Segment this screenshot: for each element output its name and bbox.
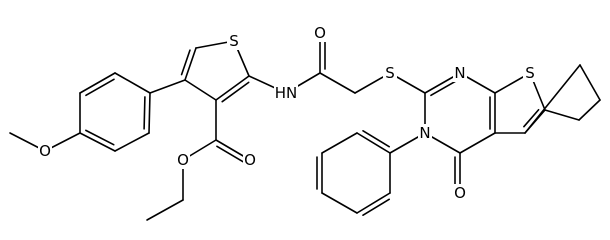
atom-label-background [418, 124, 432, 142]
atom-label-s-thioether: S [385, 64, 395, 82]
atom-label-o-methoxy: O [39, 142, 51, 160]
bond-ec-eo1-second-line [216, 145, 245, 164]
bond-cc-ch2 [319, 72, 356, 94]
bond-ph2-ph3 [321, 132, 358, 154]
bond-cp1-cp2 [578, 99, 601, 121]
atom-label-background [383, 64, 397, 82]
atom-label-n-pyrimidine-3: N [419, 124, 430, 142]
atom-label-background [38, 142, 52, 160]
atom-label-background [523, 64, 537, 82]
bond-tc4-tc3 [184, 79, 217, 101]
atom-label-background [313, 24, 327, 42]
atom-label-o-ester-carbonyl: O [244, 151, 256, 169]
bond-c7a-c4b-second-line [523, 108, 540, 128]
bond-tc4-pa1 [149, 79, 186, 94]
bond-pa5-pa6 [79, 72, 116, 94]
bond-pa3-pa4 [79, 132, 116, 152]
bond-tc3-tc2-second-line [221, 81, 250, 103]
bond-pa2-pa3 [114, 132, 150, 152]
atom-label-background [453, 184, 467, 202]
atom-label-background [453, 64, 467, 82]
bond-ph4-ph5 [321, 192, 358, 214]
atom-label-o-ester: O [177, 151, 189, 169]
atom-label-n-amide-h: HN [275, 84, 298, 102]
atom-label-n-pyrimidine-1: N [454, 64, 465, 82]
bond-c7a-cp1 [544, 109, 580, 121]
bond-pa1-pa2-second-line [143, 96, 146, 130]
bond-tc5-tc4 [184, 47, 197, 81]
bond-tc5-tc4-second-line [180, 49, 191, 76]
structure-diagram: S O O HN S N S N O O O [9, 24, 601, 221]
atom-label-background [176, 151, 190, 169]
atom-label-o-amide: O [314, 24, 326, 42]
bond-cp3-c4b [524, 64, 581, 134]
bond-pa5-pa6-second-line [85, 78, 115, 97]
bond-ph1-ph2 [356, 132, 391, 154]
atom-label-background [243, 151, 257, 169]
bond-ech2-ech3 [146, 199, 184, 221]
bond-ph1-ph2-second-line [362, 129, 390, 148]
bond-pa3-pa4-second-line [85, 129, 115, 146]
atom-label-s-thiophene: S [229, 32, 239, 50]
atom-label-layer: S O O HN S N S N O O O [38, 24, 537, 202]
bond-ph5-ph6 [356, 192, 391, 214]
bond-cp2-cp3 [579, 64, 601, 101]
bond-pa6-pa1 [114, 72, 151, 94]
bond-c4a-c4 [459, 132, 496, 154]
atom-label-s-fused-thiophene: S [525, 64, 535, 82]
bond-layer [9, 32, 601, 221]
atom-label-background [274, 84, 298, 102]
atom-label-o-carbonyl-ring: O [454, 184, 466, 202]
bond-ph5-ph6-second-line [362, 198, 390, 217]
atom-label-background [227, 32, 241, 50]
bond-tc3-tc2 [215, 75, 250, 101]
molecule-drawing: S O O HN S N S N O O O [9, 24, 601, 221]
bond-pa1-pa2 [148, 92, 151, 134]
